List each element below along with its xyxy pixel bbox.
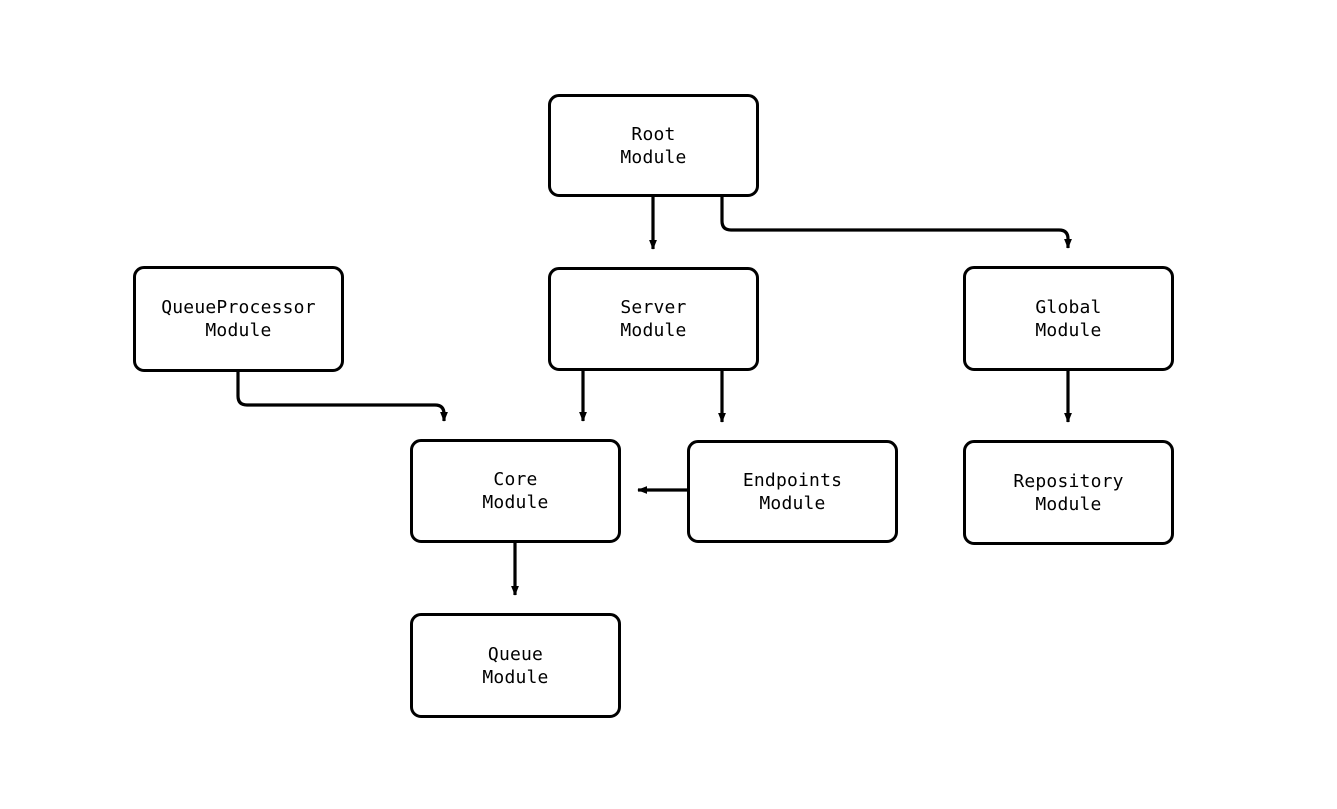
node-label-line2: Module <box>620 146 687 168</box>
node-label-line1: Endpoints <box>742 469 843 491</box>
node-label-line2: Module <box>482 666 549 688</box>
node-queue-module[interactable]: Queue Module <box>410 613 621 718</box>
node-label-line1: Queue <box>487 643 544 665</box>
node-core-module[interactable]: Core Module <box>410 439 621 543</box>
node-label-line2: Module <box>1035 493 1102 515</box>
node-label-line2: Module <box>205 320 272 341</box>
node-global-module[interactable]: Global Module <box>963 266 1174 371</box>
node-label-line1: Core <box>493 469 538 490</box>
node-label-line1: Root <box>631 123 676 145</box>
node-label-line2: Module <box>759 492 826 514</box>
node-queueprocessor-module[interactable]: QueueProcessor Module <box>133 266 344 372</box>
edge-queueprocessor-to-core <box>236 372 448 422</box>
node-label-line1: Repository <box>1013 470 1124 492</box>
node-label-line2: Module <box>482 492 549 513</box>
node-label-line2: Module <box>620 320 687 341</box>
node-repository-module[interactable]: Repository Module <box>963 440 1174 545</box>
node-root-module[interactable]: Root Module <box>548 94 759 197</box>
node-endpoints-module[interactable]: Endpoints Module <box>687 440 898 543</box>
node-server-module[interactable]: Server Module <box>548 267 759 371</box>
node-label-line2: Module <box>1035 319 1102 341</box>
node-label-line1: QueueProcessor <box>161 297 316 318</box>
node-label-line1: Server <box>620 297 687 318</box>
edge-root-to-global <box>720 197 1072 249</box>
node-label-line1: Global <box>1035 296 1102 318</box>
